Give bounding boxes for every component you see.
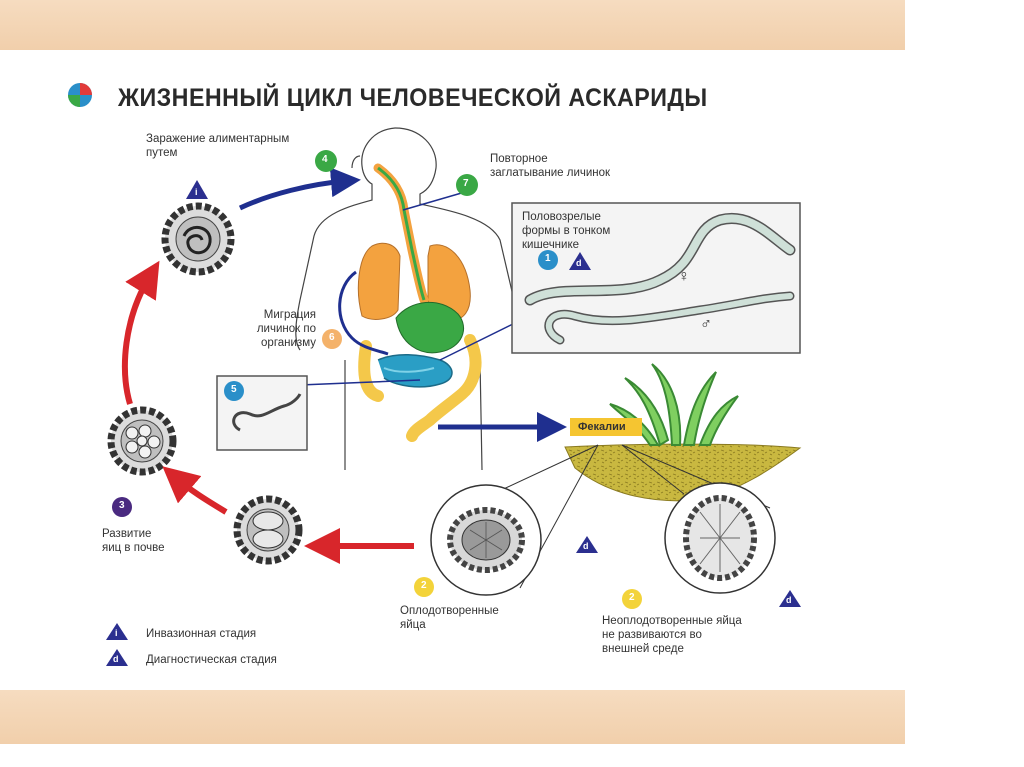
legend-infective-icon [106,623,128,640]
step-marker-4 [315,150,337,172]
diagnostic-letter: d [583,541,589,551]
legend-diagnostic-label: Диагностическая стадия [146,654,277,666]
step-marker-1 [538,250,558,270]
feces-label: Фекалии [578,421,626,433]
step-number-3: 3 [119,500,125,511]
larva-icon [232,393,302,432]
reswallow-line [402,191,466,211]
ingestion-arrow [238,167,361,211]
human-body [295,127,519,471]
legend-infective-letter: i [115,628,118,638]
egg-morula [107,406,177,476]
step-marker-5 [224,381,244,401]
larva-line [299,379,421,386]
step-number-2b: 2 [629,592,635,603]
diagnostic-triangle-icon [576,536,598,553]
lungs [357,242,471,321]
legend-diagnostic-letter: d [113,654,119,664]
bottom-band [0,690,905,744]
step-marker-7 [456,174,478,196]
egg-infective [161,202,235,276]
digestive-tract [358,163,482,442]
logo-icon [68,83,92,107]
diagnostic-letter: d [786,595,792,605]
page-title: ЖИЗНЕННЫЙ ЦИКЛ ЧЕЛОВЕЧЕСКОЙ АСКАРИДЫ [118,84,708,112]
fertilized-egg-circle [430,484,542,596]
step-marker-2b [622,589,642,609]
diagnostic-triangle-icon [779,590,801,607]
step-marker-3 [112,497,132,517]
infective-triangle-icon [186,180,208,199]
step-number-5: 5 [231,384,237,395]
step-marker-2a [414,577,434,597]
diagnostic-triangle-icon [569,252,591,270]
step-number-4: 4 [322,154,328,165]
step-marker-6 [322,329,342,349]
step-number-6: 6 [329,332,335,343]
adult-line [439,321,518,361]
grass-icon [609,363,739,447]
step-number-7: 7 [463,178,469,189]
top-band [0,0,905,50]
adult-worms [524,213,796,345]
unfertilized-egg-circle [664,482,776,594]
feces-tag [570,418,642,436]
male-symbol: ♂ [700,316,712,333]
infective-letter: i [195,187,198,197]
migration-arrow [338,270,389,356]
cycle-arrows [121,260,414,564]
legend-diagnostic-icon [106,649,128,666]
legend-infective-label: Инвазионная стадия [146,628,257,640]
diagnostic-letter: d [576,258,582,268]
step-number-2a: 2 [421,580,427,591]
female-symbol: ♀ [678,268,690,285]
egg-two-cell [233,495,303,565]
step-number-1: 1 [545,253,551,264]
